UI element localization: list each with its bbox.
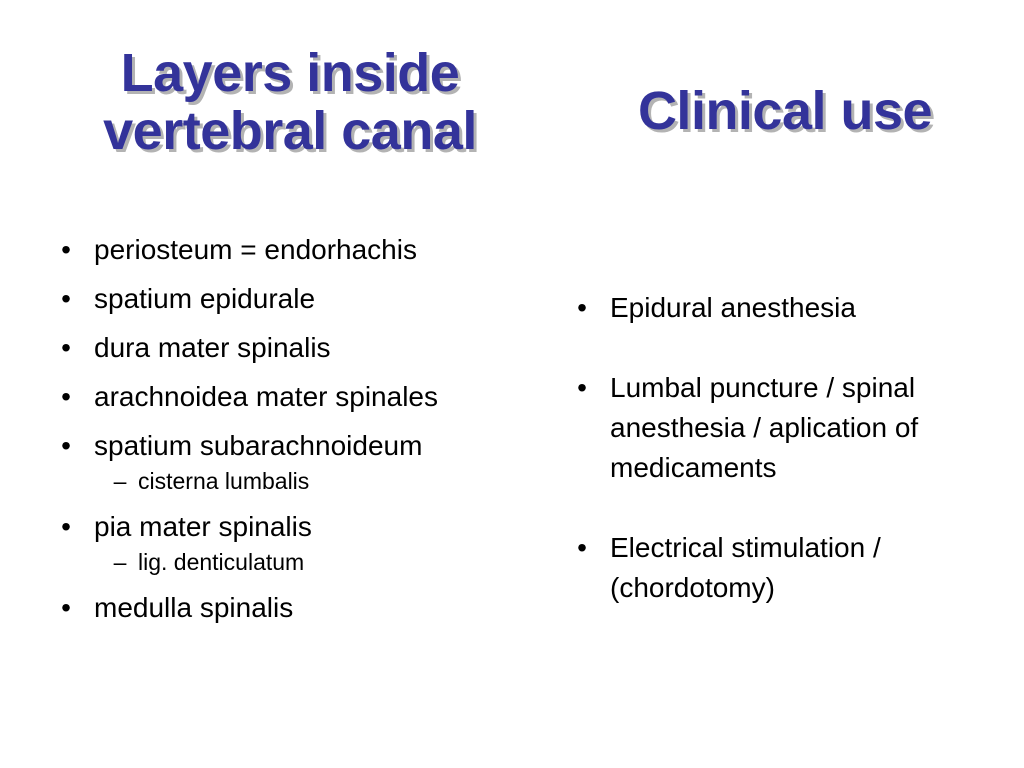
dash-icon: – <box>113 549 127 575</box>
sub-list-item-text: lig. denticulatum <box>138 549 305 575</box>
bullet-icon: • <box>61 381 71 412</box>
left-title-line-1: Layers inside <box>120 43 460 103</box>
bullet-icon: • <box>61 234 71 265</box>
sub-list-item: – cisterna lumbalis <box>52 466 532 496</box>
list-item: • dura mater spinalis <box>52 328 532 368</box>
list-item: • spatium epidurale <box>52 279 532 319</box>
list-item: • Epidural anesthesia <box>568 288 1008 328</box>
bullet-icon: • <box>61 430 71 461</box>
list-item-text: medulla spinalis <box>94 592 294 623</box>
left-title: Layers inside vertebral canal <box>40 44 540 161</box>
sub-list-item: – lig. denticulatum <box>52 547 532 577</box>
list-item: • arachnoidea mater spinales <box>52 377 532 417</box>
layers-list: • periosteum = endorhachis • spatium epi… <box>52 230 532 637</box>
list-item: • pia mater spinalis <box>52 507 532 547</box>
list-item-text: Lumbal puncture / spinal anesthesia / ap… <box>610 372 919 483</box>
list-item-text: arachnoidea mater spinales <box>94 381 438 412</box>
list-item: • periosteum = endorhachis <box>52 230 532 270</box>
list-item: • medulla spinalis <box>52 588 532 628</box>
list-item-text: spatium epidurale <box>94 283 316 314</box>
list-item: • spatium subarachnoideum <box>52 426 532 466</box>
bullet-icon: • <box>577 292 587 323</box>
bullet-icon: • <box>577 372 587 403</box>
bullet-icon: • <box>61 511 71 542</box>
bullet-icon: • <box>61 592 71 623</box>
list-item-text: Electrical stimulation / (chordotomy) <box>610 532 881 603</box>
list-item-text: pia mater spinalis <box>94 511 312 542</box>
list-item-text: Epidural anesthesia <box>610 292 856 323</box>
left-title-line-2: vertebral canal <box>103 101 477 162</box>
dash-icon: – <box>113 468 127 494</box>
list-item: • Electrical stimulation / (chordotomy) <box>568 528 1008 608</box>
bullet-icon: • <box>61 332 71 363</box>
bullet-icon: • <box>61 283 71 314</box>
clinical-use-list: • Epidural anesthesia • Lumbal puncture … <box>568 288 1008 648</box>
list-item: • Lumbal puncture / spinal anesthesia / … <box>568 368 1008 488</box>
bullet-icon: • <box>577 532 587 563</box>
list-item-text: spatium subarachnoideum <box>94 430 423 461</box>
right-title: Clinical use <box>637 81 933 141</box>
list-item-text: dura mater spinalis <box>94 332 331 363</box>
list-item-text: periosteum = endorhachis <box>94 234 417 265</box>
sub-list-item-text: cisterna lumbalis <box>138 468 310 494</box>
